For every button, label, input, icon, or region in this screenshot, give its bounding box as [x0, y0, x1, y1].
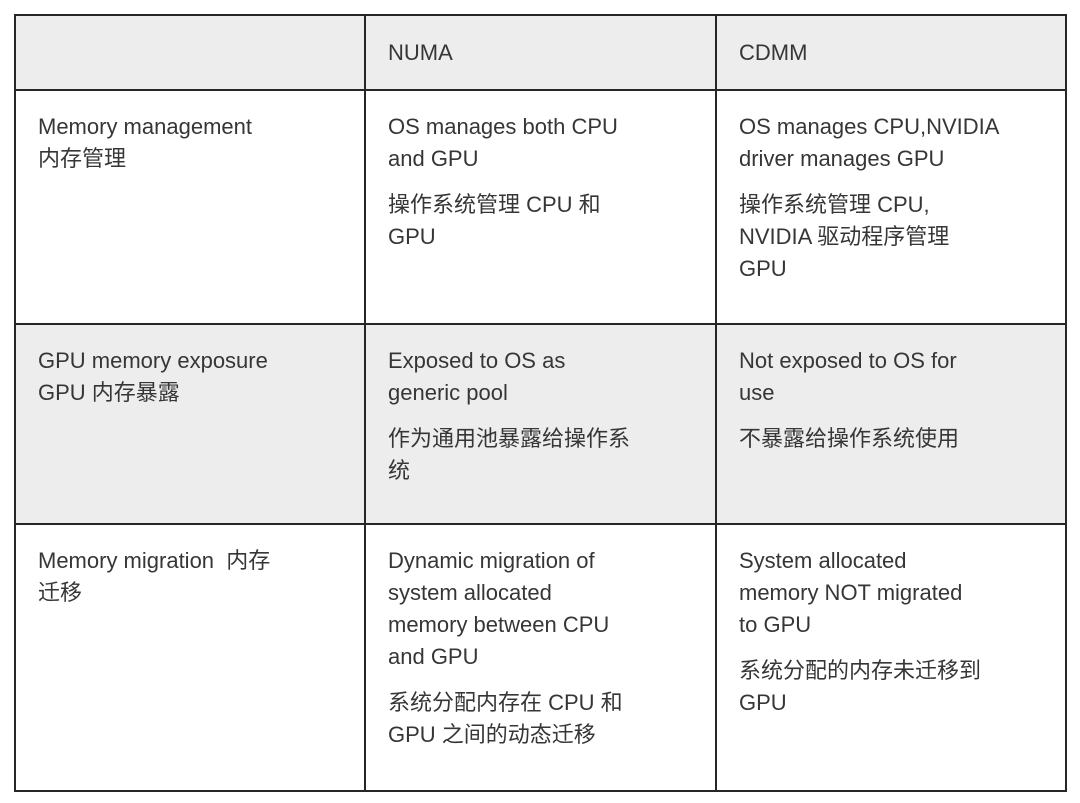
numa-text-zh: 系统分配内存在 CPU 和 GPU 之间的动态迁移 — [388, 690, 623, 747]
numa-cell-memory-management: OS manages both CPU and GPU 操作系统管理 CPU 和… — [364, 89, 717, 325]
header-row: NUMA CDMM — [14, 14, 1067, 91]
column-header-numa: NUMA — [364, 14, 717, 91]
cdmm-cell-memory-migration: System allocated memory NOT migrated to … — [715, 523, 1067, 792]
cdmm-text-zh: 系统分配的内存未迁移到 GPU — [739, 658, 982, 715]
cdmm-cell-gpu-memory-exposure: Not exposed to OS for use 不暴露给操作系统使用 — [715, 323, 1067, 525]
numa-text-zh: 操作系统管理 CPU 和 GPU — [388, 192, 601, 249]
table-row-memory-management: Memory management 内存管理 OS manages both C… — [14, 89, 1067, 325]
numa-text-en: Exposed to OS as generic pool — [388, 348, 566, 405]
cdmm-text-en: OS manages CPU,NVIDIA driver manages GPU — [739, 114, 1000, 171]
feature-label: GPU memory exposure GPU 内存暴露 — [38, 348, 268, 405]
numa-cell-gpu-memory-exposure: Exposed to OS as generic pool 作为通用池暴露给操作… — [364, 323, 717, 525]
cdmm-cell-memory-management: OS manages CPU,NVIDIA driver manages GPU… — [715, 89, 1067, 325]
cdmm-text-zh: 不暴露给操作系统使用 — [739, 426, 960, 451]
feature-cell-gpu-memory-exposure: GPU memory exposure GPU 内存暴露 — [14, 323, 366, 525]
feature-cell-memory-management: Memory management 内存管理 — [14, 89, 366, 325]
column-header-feature — [14, 14, 366, 91]
table-row-gpu-memory-exposure: GPU memory exposure GPU 内存暴露 Exposed to … — [14, 323, 1067, 525]
feature-cell-memory-migration: Memory migration 内存 迁移 — [14, 523, 366, 792]
table-row-memory-migration: Memory migration 内存 迁移 Dynamic migration… — [14, 523, 1067, 792]
numa-text-en: Dynamic migration of system allocated me… — [388, 548, 610, 669]
numa-cell-memory-migration: Dynamic migration of system allocated me… — [364, 523, 717, 792]
cdmm-text-en: Not exposed to OS for use — [739, 348, 957, 405]
feature-label: Memory management 内存管理 — [38, 114, 252, 171]
numa-cdmm-comparison-table: NUMA CDMM Memory management 内存管理 OS mana… — [14, 14, 1067, 792]
cdmm-text-en: System allocated memory NOT migrated to … — [739, 548, 963, 637]
numa-text-en: OS manages both CPU and GPU — [388, 114, 618, 171]
numa-text-zh: 作为通用池暴露给操作系 统 — [388, 426, 631, 483]
feature-label: Memory migration 内存 迁移 — [38, 548, 271, 605]
column-header-cdmm: CDMM — [715, 14, 1067, 91]
cdmm-text-zh: 操作系统管理 CPU, NVIDIA 驱动程序管理 GPU — [739, 192, 950, 281]
